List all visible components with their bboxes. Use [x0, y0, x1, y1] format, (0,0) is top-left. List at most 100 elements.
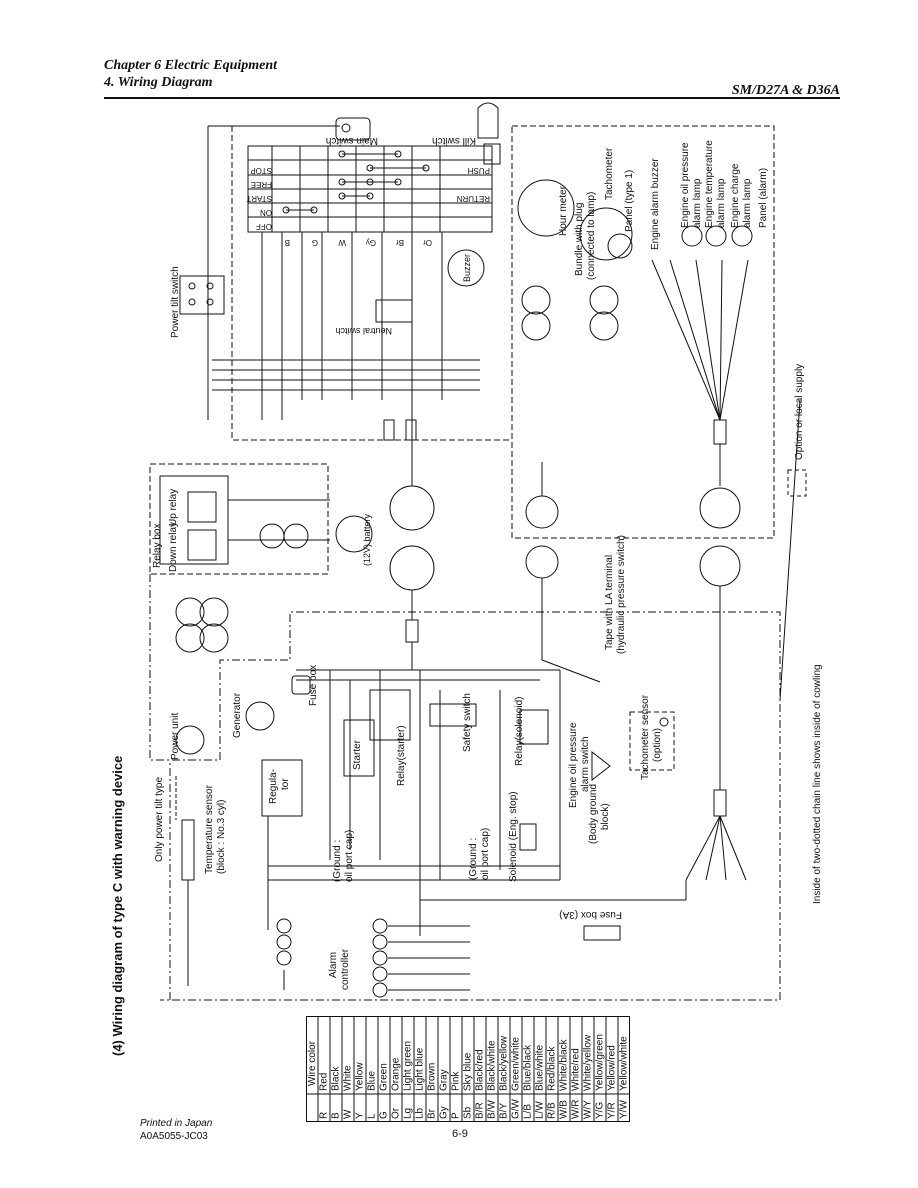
alarm-controller	[276, 918, 470, 998]
switch-row-stop: STOP	[250, 166, 272, 175]
engine-alarm-buzzer-icon	[607, 233, 633, 259]
engine-harness	[267, 669, 561, 936]
legend-color-name: Light green	[403, 1041, 414, 1091]
legend-code: Lb	[415, 1107, 426, 1119]
legend-code: Y/G	[595, 1102, 606, 1119]
alarm-controller-label: Alarm	[328, 952, 339, 978]
legend-code: L	[367, 1113, 378, 1119]
legend-color-name: Orange	[391, 1057, 402, 1091]
body-ground-label-2: block)	[600, 803, 611, 830]
regulator-box	[261, 759, 303, 817]
legend-color-name: White/yellow	[583, 1034, 594, 1091]
option-legend-box	[787, 469, 807, 497]
legend-color-name: Black/yellow	[499, 1035, 510, 1091]
wire-color-legend: RRedBBlackWWhiteYYellowLBlueGGreenOrOran…	[306, 1016, 630, 1122]
ground-1-label-2: oil port cap)	[344, 830, 355, 882]
legend-code: L/B	[523, 1104, 534, 1119]
tacho-option-label: (option)	[652, 728, 663, 762]
legend-code: W	[343, 1109, 354, 1119]
legend-code: W/R	[571, 1100, 582, 1119]
ground-2-label-2: oil port cap)	[480, 828, 491, 880]
legend-color-name: Pink	[451, 1071, 462, 1091]
tachometer-icon	[579, 207, 633, 261]
regulator-label-2: tor	[280, 778, 291, 790]
switch-col-gy: Gy	[366, 238, 376, 247]
relay-solenoid-icon	[519, 709, 549, 745]
power-tilt-switch-label: Power tilt switch	[170, 266, 181, 338]
tachometer-label: Tachometer	[604, 147, 615, 200]
power-unit-connector-b	[199, 597, 229, 627]
solenoid-icon	[519, 823, 537, 851]
power-unit-connector-a	[175, 597, 205, 627]
legend-code: Y/W	[619, 1100, 630, 1119]
diagram-title: (4) Wiring diagram of type C with warnin…	[110, 756, 125, 1056]
temp-lamp-label: Engine temperature	[704, 140, 715, 228]
solenoid-label: Solenoid (Eng. stop)	[508, 791, 519, 882]
starter-label: Starter	[352, 739, 363, 770]
legend-color-name: Yellow	[355, 1062, 366, 1091]
legend-color-name: Blue/black	[523, 1044, 534, 1091]
oil-pressure-lamp-label-2: alarm lamp	[692, 178, 703, 228]
legend-color-name: Red/black	[547, 1046, 558, 1091]
legend-code: L/W	[535, 1101, 546, 1119]
relay-box-internals	[159, 475, 373, 565]
relay-solenoid-label: Relay(solenoid)	[514, 697, 525, 766]
switch-col-b: B	[285, 238, 290, 247]
switch-col-w: W	[338, 238, 346, 247]
only-power-tilt-label: Only power tilt type	[154, 777, 165, 862]
panel-boundary	[511, 125, 775, 539]
switch-col-or: Or	[423, 238, 432, 247]
legend-code: Or	[391, 1107, 402, 1119]
legend-code: B/Y	[499, 1103, 510, 1119]
ground-2-label: (Ground :	[468, 838, 479, 880]
legend-code: Gy	[439, 1106, 450, 1119]
legend-code: W/B	[559, 1100, 570, 1119]
main-switch-label: Main switch	[326, 135, 378, 146]
legend-color-name: Black/red	[475, 1049, 486, 1091]
legend-color-name: Black	[331, 1066, 342, 1091]
fuse-box-3a-label: Fuse box (3A)	[559, 909, 622, 920]
regulator-label: Regula-	[268, 769, 279, 804]
legend-code: R	[319, 1112, 330, 1119]
legend-code: B	[331, 1112, 342, 1119]
oil-pressure-lamp-label: Engine oil pressure	[680, 142, 691, 228]
legend-color-name: Red	[319, 1073, 330, 1091]
section-title: 4. Wiring Diagram	[104, 75, 213, 90]
power-unit-label: Power unit	[170, 713, 181, 760]
up-relay-label: Up relay	[168, 489, 179, 526]
wire-color-heading: Wire color	[307, 1040, 318, 1086]
tape-la-label: Tape with LA terminal	[604, 555, 615, 650]
legend-color-name: White/black	[559, 1038, 570, 1091]
power-unit-motor-icon	[175, 725, 205, 755]
switch-row-start: START	[246, 194, 272, 203]
legend-code: R/B	[547, 1102, 558, 1119]
legend-color-name: White/red	[571, 1048, 582, 1091]
temp-lamp-icon	[705, 225, 727, 247]
main-switch-icon	[335, 117, 371, 141]
legend-code: P	[451, 1112, 462, 1119]
fuse-box-label: Fuse box	[308, 665, 319, 706]
relay-starter-label: Relay(starter)	[396, 725, 407, 786]
fuse-box-icon	[291, 675, 311, 695]
switch-row-return: RETURN	[456, 194, 490, 203]
legend-code: Y/R	[607, 1102, 618, 1119]
legend-code: G/W	[511, 1098, 522, 1119]
oil-pressure-switch-label: Engine oil pressure	[568, 722, 579, 808]
charge-lamp-icon	[731, 225, 753, 247]
legend-color-name: Yellow/red	[607, 1045, 618, 1091]
panel-harness	[420, 259, 749, 901]
legend-code: Br	[427, 1108, 438, 1119]
down-relay-label: Down relay	[168, 522, 179, 572]
buzzer-label: Buzzer	[462, 254, 472, 282]
tacho-sensor-boundary	[629, 711, 675, 771]
engine-alarm-buzzer-label: Engine alarm buzzer	[650, 158, 661, 250]
switch-row-push: PUSH	[468, 166, 490, 175]
hour-meter-label: Hour meter	[558, 185, 569, 236]
temperature-sensor-icon	[181, 819, 195, 881]
legend-color-name: Yellow/white	[619, 1036, 630, 1091]
cowling-boundary	[149, 574, 781, 1001]
legend-code: B/W	[487, 1100, 498, 1119]
hour-meter-icon	[517, 179, 575, 237]
temp-sensor-label-2: (block : No.3 cyl)	[216, 800, 227, 874]
